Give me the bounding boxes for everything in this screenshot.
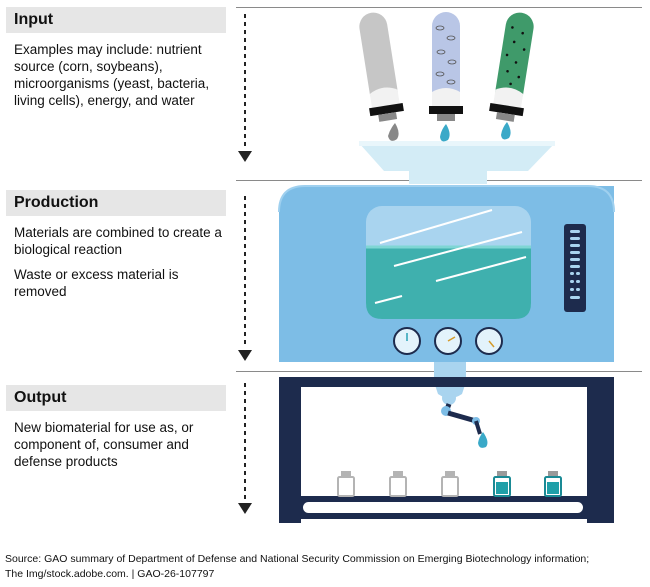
output-drop-icon [478, 432, 488, 448]
bottle-empty-1 [337, 471, 355, 497]
production-stage-title: Production [14, 194, 99, 211]
robotic-arm [441, 391, 482, 435]
production-stage-description: Materials are combined to create a biolo… [14, 224, 224, 308]
output-stage-description: New biomaterial for use as, or component… [14, 419, 224, 478]
bioreactor-tank [366, 206, 531, 319]
separator-top [236, 7, 642, 8]
output-stage-header: Output [6, 385, 226, 411]
flow-arrow-input [238, 14, 252, 162]
input-stage-title: Input [14, 11, 54, 28]
output-frame [279, 377, 614, 523]
production-stage-header: Production [6, 190, 226, 216]
input-stage-text: Examples may include: nutrient source (c… [14, 42, 210, 108]
bottle-empty-2 [389, 471, 407, 497]
tube-gray [359, 12, 404, 122]
gauge-1-icon [393, 327, 421, 355]
input-stage-description: Examples may include: nutrient source (c… [14, 41, 224, 117]
tube-green [489, 12, 534, 122]
input-stage-header: Input [6, 7, 226, 33]
drop-green-icon [501, 122, 511, 140]
flow-arrow-production [238, 196, 252, 361]
source-note: Source: GAO summary of Department of Def… [5, 552, 645, 582]
output-stage-text: New biomaterial for use as, or component… [14, 420, 194, 469]
drop-gray-icon [388, 123, 399, 141]
bottle-filled-1 [493, 471, 511, 497]
tube-blue [429, 12, 463, 121]
source-line-1: Source: GAO summary of Department of Def… [5, 553, 590, 565]
production-stage-text-2: Waste or excess material is removed [14, 267, 179, 299]
source-line-2: The Img/stock.adobe.com. | GAO-26-107797 [5, 568, 215, 580]
control-panel [564, 224, 586, 312]
production-stage-text-1: Materials are combined to create a biolo… [14, 225, 222, 257]
funnel [359, 141, 555, 184]
output-stage-title: Output [14, 389, 67, 406]
gauge-3-icon [475, 327, 503, 355]
drop-blue-icon [440, 124, 450, 142]
bottle-empty-3 [441, 471, 459, 497]
gauge-2-icon [434, 327, 462, 355]
bottle-filled-2 [544, 471, 562, 497]
flow-arrow-output [238, 383, 252, 514]
